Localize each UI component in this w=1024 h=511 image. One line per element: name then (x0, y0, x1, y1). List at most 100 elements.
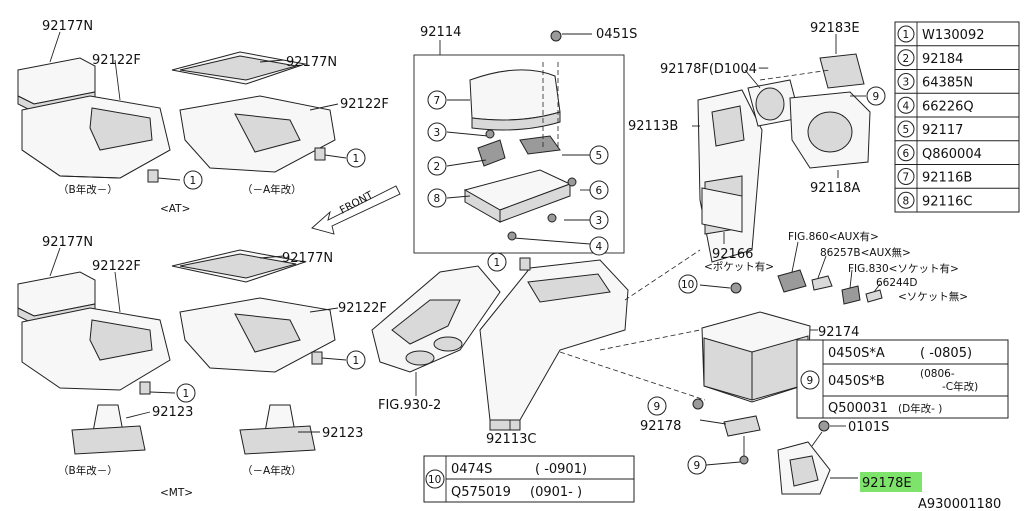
callout-circle-3 (589, 210, 609, 230)
p92183E-label: 92183E (810, 21, 860, 36)
mt-console-b (17, 247, 176, 455)
p92118A-label: 92118A (810, 181, 860, 196)
p92166-note: <ポケット有> (704, 260, 774, 273)
circle-num: 5 (596, 150, 603, 162)
table9-num: 9 (807, 375, 814, 387)
legend-table: 1 W130092 2 92184 3 64385N 4 66226Q 5 92… (894, 21, 1020, 213)
circle-num: 6 (596, 185, 603, 197)
bracket-parts (692, 398, 858, 495)
mt-section-label: <MT> (160, 487, 193, 499)
at-92122F-a-label: 92122F (92, 53, 141, 68)
p92166-label: 92166 (712, 247, 753, 262)
legend-circle (897, 96, 915, 114)
callout-circle-1 (346, 350, 366, 370)
table9-part: 0450S*A (828, 346, 885, 361)
legend-num: 3 (903, 77, 910, 89)
legend-part: 92184 (922, 52, 963, 67)
table-9: 9 0450S*A ( -0805) 0450S*B (0806- -C年改) … (796, 339, 1009, 419)
p92113C-label: 92113C (486, 432, 536, 447)
legend-part: W130092 (922, 28, 984, 43)
fig930-label: FIG.930-2 (378, 398, 441, 413)
callout-circle-5 (589, 145, 609, 165)
at-range-a-label: （－A年改） (242, 183, 302, 196)
mt-range-b-label: （B年改－） (58, 464, 118, 477)
table10-part: 0474S (451, 462, 492, 477)
circle-num: 7 (434, 95, 441, 107)
p92113B-label: 92113B (628, 119, 678, 134)
table10-range: (0901- ) (530, 485, 582, 500)
legend-part: 64385N (922, 76, 973, 91)
callout-circle-10 (678, 274, 698, 294)
callout-circle-4 (589, 236, 609, 256)
callout-circle-9 (647, 396, 667, 416)
legend-part: 92117 (922, 123, 963, 138)
legend-num: 1 (903, 29, 910, 41)
fig860-label: FIG.860<AUX有> (788, 230, 879, 243)
circle-num: 3 (434, 127, 441, 139)
at-console-b (17, 31, 181, 183)
table9-part: 0450S*B (828, 374, 885, 389)
callout-circle-2 (427, 156, 447, 176)
mt-92177N-b-label: 92177N (282, 251, 333, 266)
p0101S-label: 0101S (848, 420, 889, 435)
at-92177N-b-label: 92177N (286, 55, 337, 70)
fig830-label: FIG.830<ソケット有> (848, 262, 959, 275)
legend-circle (897, 191, 915, 209)
diagram-id: A930001180 (918, 497, 1001, 511)
legend-num: 8 (903, 195, 910, 207)
p66244D-label: 66244D (876, 277, 918, 289)
legend-num: 6 (903, 148, 910, 160)
table-10: 10 0474S ( -0901) Q575019 (0901- ) (423, 455, 635, 503)
at-section-label: <AT> (160, 203, 190, 215)
legend-num: 4 (903, 100, 910, 112)
tray-part (701, 311, 818, 403)
mt-92122F-a-label: 92122F (92, 259, 141, 274)
callout-circle-8 (427, 188, 447, 208)
callout-circle-7 (427, 90, 447, 110)
at-92122F-b-label: 92122F (340, 97, 389, 112)
side-panel-parts (692, 34, 871, 263)
table9-circle (800, 370, 820, 390)
table10-num: 10 (428, 474, 441, 486)
mt-range-a-label: （－A年改） (242, 464, 302, 477)
pocket-part (701, 187, 743, 244)
p92178-label: 92178 (640, 419, 681, 434)
circle-num: 3 (596, 215, 603, 227)
circle-num: 1 (183, 388, 190, 400)
circle-num: 9 (654, 401, 661, 413)
legend-num: 7 (903, 172, 910, 184)
circle-num: 1 (353, 355, 360, 367)
table10-part: Q575019 (451, 485, 511, 500)
table9-range-line2: -C年改) (942, 380, 978, 393)
legend-circle (897, 25, 915, 43)
legend-num: 2 (903, 53, 910, 65)
circle-num: 8 (434, 193, 441, 205)
callout-circle-6 (589, 180, 609, 200)
circle-num: 1 (494, 257, 501, 269)
front-arrow (311, 185, 401, 235)
p92114-label: 92114 (420, 25, 461, 40)
table10-range: ( -0901) (535, 462, 587, 477)
legend-circle (897, 49, 915, 67)
callout-circle-1 (183, 170, 203, 190)
mt-92122F-b-label: 92122F (338, 301, 387, 316)
p86257B-label: 86257B<AUX無> (820, 246, 911, 259)
circle-num: 4 (596, 241, 603, 253)
circle-num: 9 (873, 91, 880, 103)
legend-part: 92116B (922, 171, 972, 186)
at-range-b-label: （B年改－） (58, 183, 118, 196)
table9-range: (D年改- ) (898, 402, 942, 415)
legend-circle (897, 73, 915, 90)
circle-num: 1 (190, 175, 197, 187)
table10-circle (425, 469, 445, 489)
circle-num: 9 (694, 460, 701, 472)
callout-circle-1 (346, 148, 366, 168)
mt-console-a (171, 249, 347, 455)
table9-range-line1: (0806- (920, 368, 955, 380)
table9-part: Q500031 (828, 401, 888, 416)
callout-circle-9 (866, 86, 886, 106)
legend-circle (897, 168, 915, 185)
legend-circle (897, 120, 915, 138)
callout-circle-9 (687, 455, 707, 475)
